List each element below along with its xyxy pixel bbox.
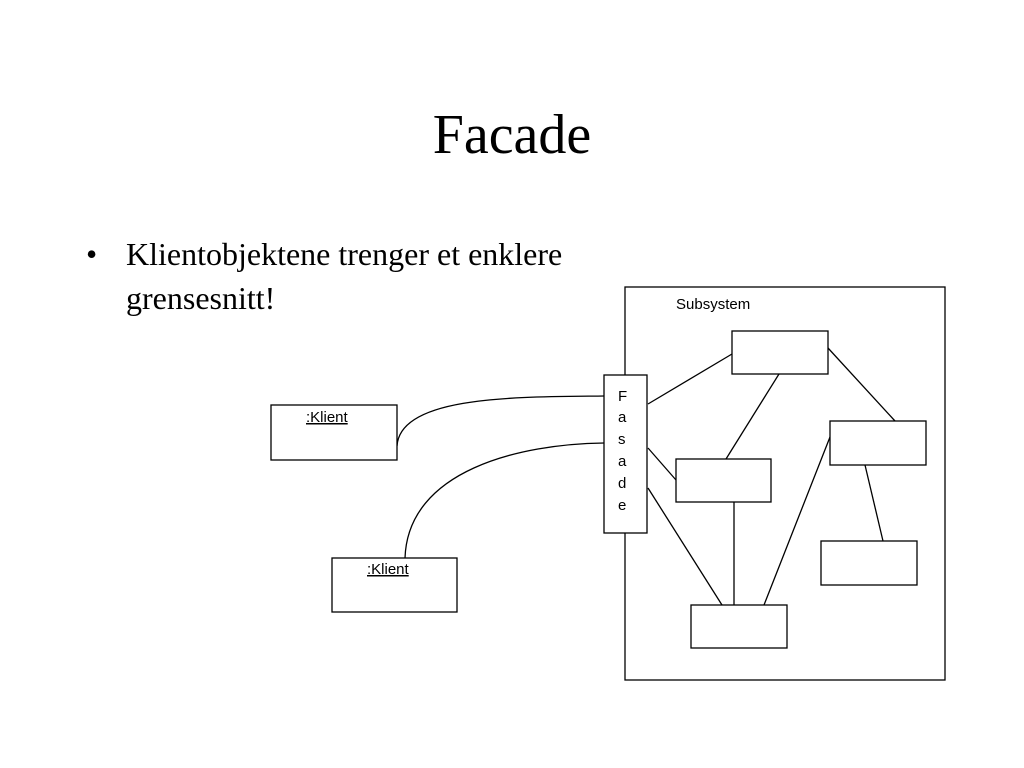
facade-box [603, 374, 648, 534]
connection-top-right [827, 347, 896, 422]
connection-client-1-facade [396, 395, 605, 447]
connection-right-lower-right [864, 464, 884, 542]
connection-facade-box-middle [647, 447, 677, 481]
facade-letter: s [618, 431, 626, 448]
connection-right-bottom [763, 436, 831, 606]
subsystem-class-box [675, 458, 772, 503]
client-label: :Klient [306, 409, 349, 426]
connection-facade-box-bottom [647, 487, 723, 606]
facade-letter: F [618, 388, 627, 405]
facade-letter: d [618, 475, 626, 492]
facade-letter: a [618, 409, 627, 426]
subsystem-class-box [731, 330, 829, 375]
facade-letter: a [618, 453, 627, 470]
slide-title: Facade [432, 104, 592, 166]
client-label: :Klient [367, 561, 410, 578]
bullet-item: • Klientobjektene trenger et enklere gre… [86, 232, 586, 320]
client-box [270, 404, 398, 461]
bullet-text: Klientobjektene trenger et enklere grens… [126, 236, 563, 316]
subsystem-class-box [690, 604, 788, 649]
subsystem-class-box [829, 420, 927, 466]
subsystem-class-box [820, 540, 918, 586]
bullet-list: • Klientobjektene trenger et enklere gre… [86, 232, 586, 320]
subsystem-label: Subsystem [676, 296, 750, 313]
client-box [331, 557, 458, 613]
connection-top-middle [725, 373, 780, 460]
facade-letter: e [618, 497, 626, 514]
bullet-marker: • [86, 236, 98, 272]
connection-client-2-facade [404, 442, 605, 559]
connection-facade-box-top [647, 353, 733, 405]
